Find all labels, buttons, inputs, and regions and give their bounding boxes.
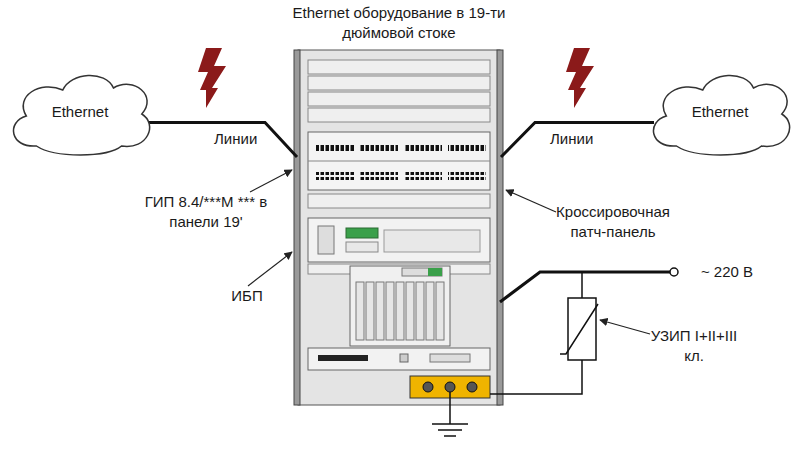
- blank-panel: [308, 92, 490, 106]
- rack-post: [497, 50, 503, 405]
- blank-panel: [308, 194, 490, 208]
- line-label: Линии: [548, 130, 595, 147]
- callout-label: ИБП: [222, 286, 272, 306]
- callout-label: Кроссировочная патч-панель: [548, 202, 678, 241]
- ground-symbol: [432, 392, 468, 436]
- port-group: [316, 172, 354, 180]
- cloud-node: Ethernet: [644, 68, 796, 156]
- port-group: [360, 144, 398, 152]
- lightning-bolt: [198, 48, 226, 108]
- port-group: [448, 144, 486, 152]
- rack-frame: [298, 50, 500, 405]
- blank-panel: [308, 108, 490, 122]
- blank-panel: [308, 76, 490, 90]
- cloud-node: Ethernet: [4, 68, 156, 156]
- lightning-bolt: [566, 48, 594, 108]
- rack-node: Ethernet оборудование в 19-ти дюймовой с…: [297, 0, 501, 405]
- rack-title: Ethernet оборудование в 19-ти дюймовой с…: [257, 3, 541, 42]
- port-group: [316, 144, 354, 152]
- port-group: [448, 172, 486, 180]
- blank-panel: [308, 60, 490, 74]
- line-label: Линии: [212, 130, 259, 147]
- display: [346, 228, 378, 238]
- surge-protector: [490, 272, 598, 394]
- callout-label: ГИП 8.4/***М *** в панели 19': [136, 192, 276, 231]
- leader-line: [248, 170, 650, 334]
- port-group: [404, 172, 442, 180]
- cloud-label: Ethernet: [52, 102, 109, 122]
- terminal: [670, 268, 678, 276]
- callout-label: УЗИП I+II+III кл.: [648, 326, 740, 365]
- port-group: [360, 172, 398, 180]
- ups-unit: [308, 348, 490, 370]
- power-unit: [308, 218, 490, 262]
- callout-label: ~ 220 В: [682, 262, 772, 282]
- chassis: [350, 266, 450, 346]
- rack-post: [294, 50, 300, 405]
- line-connector: [146, 123, 297, 157]
- cloud-label: Ethernet: [692, 102, 749, 122]
- port-group: [404, 144, 442, 152]
- line-connector: [501, 123, 654, 157]
- patch-panel: [308, 132, 490, 190]
